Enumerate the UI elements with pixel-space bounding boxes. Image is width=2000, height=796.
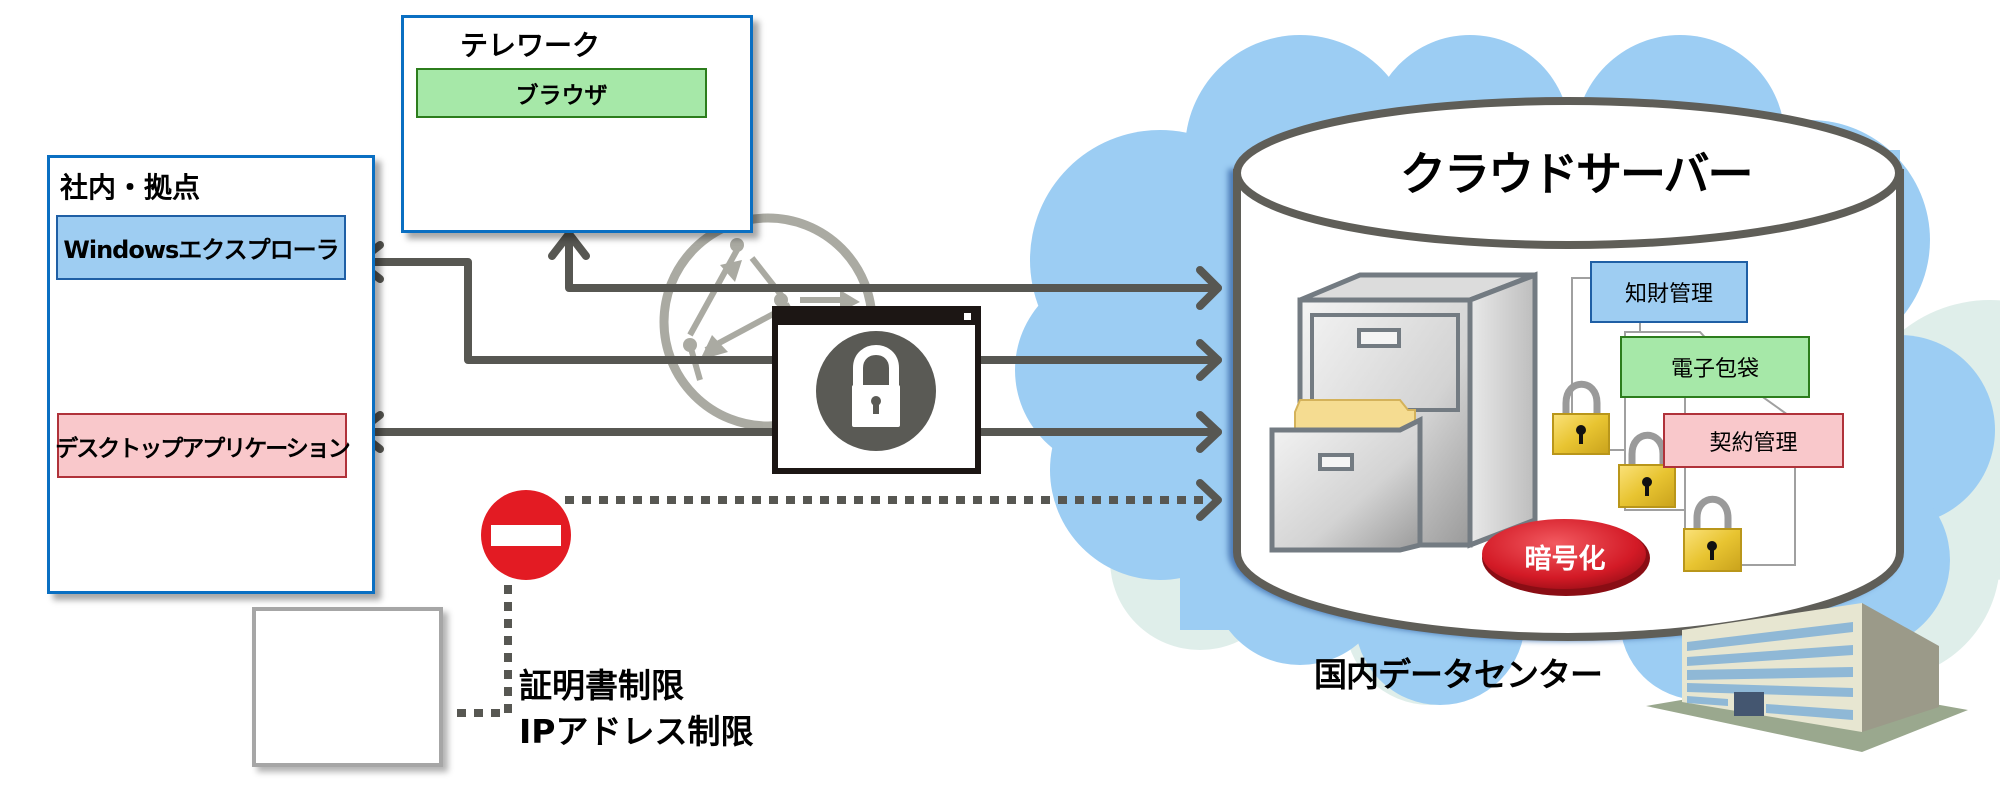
arrow-telework	[565, 230, 1222, 292]
blocked-client-panel	[252, 607, 443, 767]
padlock-icon	[1552, 380, 1610, 455]
padlock-icon	[1683, 495, 1742, 572]
desktop-app-label[interactable]: デスクトップアプリケーション	[55, 413, 351, 478]
datacenter-building-icon	[1646, 603, 1968, 752]
restriction-ip-address: IPアドレス制限	[519, 712, 754, 751]
restriction-certificate: 証明書制限	[519, 666, 684, 705]
windows-explorer-label[interactable]: Windowsエクスプローラ	[56, 215, 346, 280]
encryption-badge: 暗号化	[1524, 544, 1606, 575]
telework-title: テレワーク	[460, 29, 601, 62]
browser-label[interactable]: ブラウザ	[416, 68, 707, 118]
server-title: クラウドサーバー	[1400, 147, 1754, 201]
dotted-blocked-vertical	[449, 585, 512, 717]
doc-tag-contract-management[interactable]: 契約管理	[1663, 413, 1844, 468]
doc-tag-electronic-file[interactable]: 電子包袋	[1620, 336, 1810, 398]
encryption-badge-shape	[1482, 519, 1650, 596]
datacenter-label: 国内データセンター	[1314, 655, 1603, 694]
padlock-icon	[1618, 431, 1676, 508]
office-title: 社内・拠点	[60, 171, 201, 204]
secure-window-lock-icon	[772, 306, 981, 474]
doc-tag-ip-management[interactable]: 知財管理	[1590, 261, 1748, 323]
telework-panel	[401, 15, 753, 233]
desktop-app-label-text: デスクトップアプリケーション	[55, 435, 351, 462]
no-entry-icon	[481, 490, 571, 580]
filing-cabinet-icon	[1269, 271, 1538, 553]
